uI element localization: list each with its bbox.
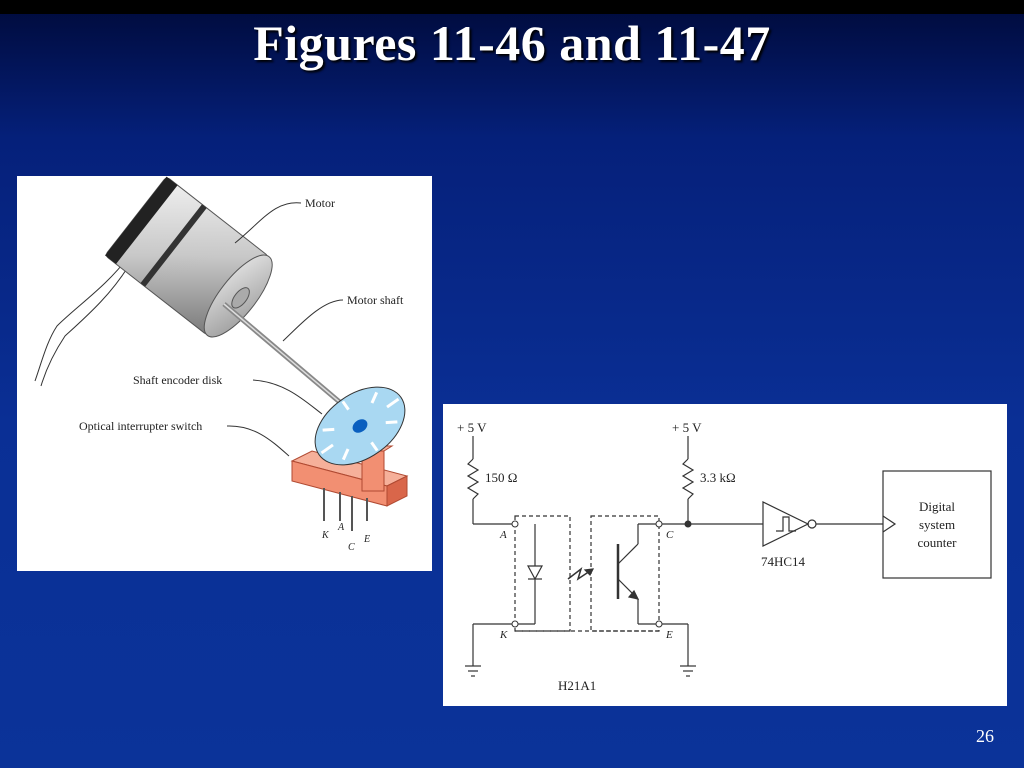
pin-a-label: A (337, 522, 345, 533)
top-band (0, 0, 1024, 14)
counter-label-line-1: Digital (919, 499, 955, 514)
optical-interrupter-circuit-figure: + 5 V + 5 V 150 Ω 3.3 kΩ A K C E H21A1 7… (443, 404, 1007, 706)
resistor-150-ohm (466, 458, 480, 500)
left-supply-label: + 5 V (457, 420, 487, 435)
emitter-package-outline (514, 515, 571, 632)
counter-label-line-3: counter (918, 535, 958, 550)
optical-interrupter-switch (290, 445, 409, 531)
motor-label: Motor (305, 196, 335, 210)
optical-interrupter-switch-leader (226, 425, 290, 457)
pin-a-label: A (499, 529, 507, 541)
counter-label-line-2: system (919, 517, 955, 532)
page-number: 26 (976, 726, 994, 746)
pin-k-label: K (499, 629, 508, 641)
optical-interrupter-switch-label: Optical interrupter switch (79, 419, 202, 433)
schmitt-trigger-buffer (762, 501, 810, 547)
buffer-label-74hc14: 74HC14 (761, 554, 806, 569)
pin-e-label: E (665, 629, 673, 641)
pin-c-label: C (348, 542, 355, 553)
motor-encoder-illustration: Motor Motor shaft Shaft encoder disk Opt… (34, 176, 409, 553)
resistor-3-3k (681, 458, 695, 500)
right-supply-label: + 5 V (672, 420, 702, 435)
digital-system-counter-box (882, 470, 992, 579)
circuit-schematic: + 5 V + 5 V 150 Ω 3.3 kΩ A K C E H21A1 7… (457, 420, 992, 693)
part-label-h21a1: H21A1 (558, 678, 596, 693)
pin-k-terminal (511, 620, 519, 628)
pin-e-label: E (363, 534, 370, 545)
motor-encoder-figure: Motor Motor shaft Shaft encoder disk Opt… (17, 176, 432, 571)
motor-leader (234, 202, 302, 244)
led-diode (526, 565, 544, 581)
pin-e-terminal (655, 620, 663, 628)
resistor-3-3k-label: 3.3 kΩ (700, 470, 736, 485)
resistor-150-ohm-label: 150 Ω (485, 470, 517, 485)
pin-k-label: K (321, 530, 330, 541)
pin-c-terminal (655, 520, 663, 528)
motor-wire (34, 255, 130, 382)
detector-package-outline (590, 515, 660, 632)
motor-wire (40, 261, 132, 387)
shaft-encoder-disk (314, 386, 406, 466)
pin-c-label: C (666, 529, 674, 541)
motor-shaft-leader (282, 299, 344, 342)
motor-shaft-label: Motor shaft (347, 293, 404, 307)
light-arrow (567, 566, 594, 581)
motor-body (104, 176, 273, 338)
slide-title: Figures 11-46 and 11-47 (253, 15, 771, 71)
shaft-encoder-disk-label: Shaft encoder disk (133, 373, 222, 387)
pin-a-terminal (511, 520, 519, 528)
shaft-encoder-disk-leader (252, 379, 323, 415)
